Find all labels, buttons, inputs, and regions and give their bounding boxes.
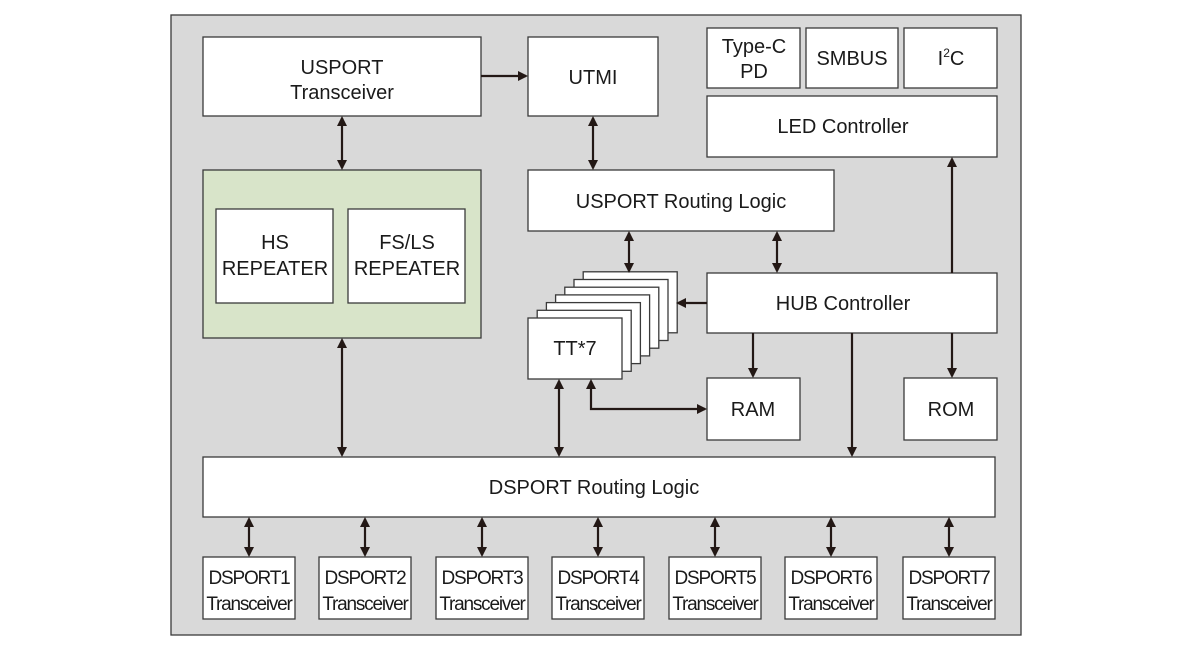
i2c-label: I2C xyxy=(938,46,965,70)
dsport-routing-block: DSPORT Routing Logic xyxy=(202,456,996,518)
tt-stack xyxy=(527,271,678,380)
dsport7-label-2: Transceiver xyxy=(906,594,993,615)
usport-transceiver-block: USPORT Transceiver xyxy=(202,36,482,117)
i2c-block: I2C xyxy=(903,27,998,89)
led-controller-label: LED Controller xyxy=(777,116,909,138)
usport-transceiver-label-2: Transceiver xyxy=(290,82,394,104)
dsport2-label-1: DSPORT2 xyxy=(325,568,407,589)
dsport3-label-2: Transceiver xyxy=(439,594,526,615)
rom-block: ROM xyxy=(903,377,998,441)
fsls-repeater-label-1: FS/LS xyxy=(379,232,435,254)
dsport-routing-label: DSPORT Routing Logic xyxy=(489,477,699,499)
led-controller-block: LED Controller xyxy=(706,95,998,158)
dsport3-label-1: DSPORT3 xyxy=(442,568,524,589)
arrow-tt-ram xyxy=(586,379,707,414)
dsport4-label-2: Transceiver xyxy=(555,594,642,615)
dsport6-label-1: DSPORT6 xyxy=(791,568,873,589)
connectors xyxy=(337,71,957,457)
hs-repeater-label-2: REPEATER xyxy=(222,258,328,280)
utmi-block: UTMI xyxy=(527,36,659,117)
dsport6-label-2: Transceiver xyxy=(788,594,875,615)
utmi-label: UTMI xyxy=(569,67,618,89)
usport-routing-label: USPORT Routing Logic xyxy=(576,191,786,213)
ram-label: RAM xyxy=(731,399,775,421)
type-c-pd-label-2: PD xyxy=(740,61,768,83)
rom-label: ROM xyxy=(928,399,975,421)
fsls-repeater-label-2: REPEATER xyxy=(354,258,460,280)
type-c-pd-block: Type-C PD xyxy=(706,27,801,89)
ram-block: RAM xyxy=(706,377,801,441)
usport-routing-block: USPORT Routing Logic xyxy=(527,169,835,232)
dsport7-label-1: DSPORT7 xyxy=(909,568,991,589)
dsport1-label-2: Transceiver xyxy=(206,594,293,615)
usport-transceiver-label-1: USPORT xyxy=(301,57,384,79)
repeater-group: HS REPEATER FS/LS REPEATER xyxy=(202,169,482,339)
dsport-transceivers: DSPORT1TransceiverDSPORT2TransceiverDSPO… xyxy=(202,517,996,620)
smbus-block: SMBUS xyxy=(805,27,899,89)
hs-repeater-label-1: HS xyxy=(261,232,289,254)
tt-layer xyxy=(527,317,623,380)
dsport1-label-1: DSPORT1 xyxy=(209,568,291,589)
type-c-pd-label-1: Type-C xyxy=(722,36,786,58)
tt-label: TT*7 xyxy=(553,338,596,360)
hub-controller-label: HUB Controller xyxy=(776,293,911,315)
hub-controller-block: HUB Controller xyxy=(706,272,998,334)
dsport2-label-2: Transceiver xyxy=(322,594,409,615)
smbus-label: SMBUS xyxy=(816,48,887,70)
dsport4-label-1: DSPORT4 xyxy=(558,568,641,589)
dsport5-label-2: Transceiver xyxy=(672,594,759,615)
dsport5-label-1: DSPORT5 xyxy=(675,568,757,589)
